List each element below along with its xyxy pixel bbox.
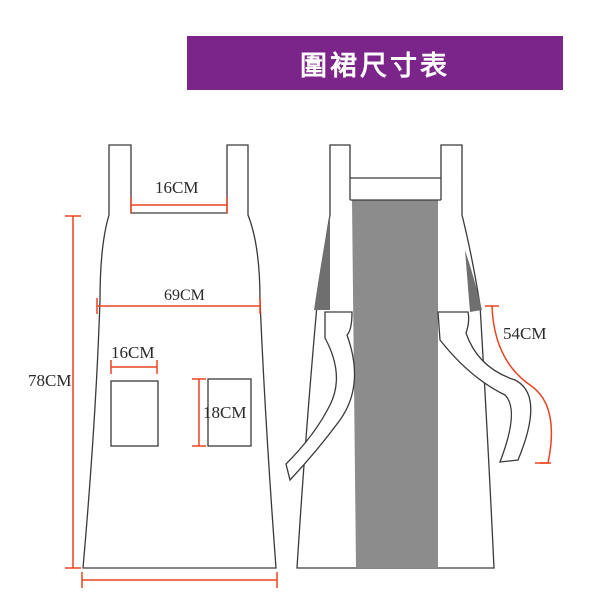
left-side-shade [314,215,330,310]
back-panel [352,200,438,568]
left-tie [285,311,356,482]
title-banner: 圍裙尺寸表 [187,36,563,90]
strap-gap-label: 16CM [155,178,199,197]
page-title: 圍裙尺寸表 [300,50,450,82]
front-apron-outline [82,144,277,569]
back-apron [285,144,532,569]
right-pocket [207,378,252,447]
length-label: 78CM [28,371,72,390]
dimension-lines [65,197,553,588]
tie-length-curve [491,305,553,464]
pocket-width-label: 16CM [111,343,155,362]
width-label: 69CM [164,287,205,304]
front-apron [82,144,277,569]
right-tie [437,311,532,463]
right-side-shade [465,250,482,312]
pocket-height-label: 18CM [203,403,247,422]
tie-length-label: 54CM [503,324,547,343]
left-pocket [110,380,159,447]
